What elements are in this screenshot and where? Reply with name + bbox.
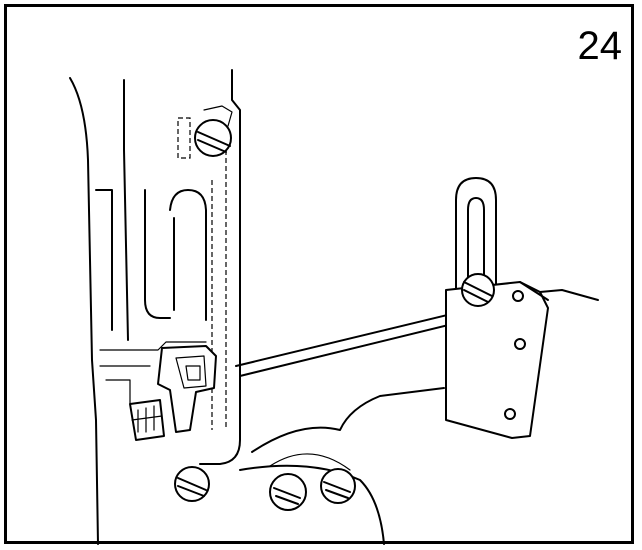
machine-bed — [239, 387, 445, 545]
upper-screw-icon — [194, 119, 232, 157]
bed-screw-right-icon — [320, 468, 356, 504]
bottom-screw-icon — [174, 466, 210, 502]
right-bracket — [445, 177, 599, 439]
bracket-screw-icon — [461, 273, 495, 307]
figure-number: 24 — [577, 24, 623, 68]
bed-screw-left-icon — [269, 473, 307, 511]
machine-casting — [69, 69, 241, 545]
thread-clamp-assembly — [129, 345, 217, 441]
figure-frame — [4, 4, 634, 544]
